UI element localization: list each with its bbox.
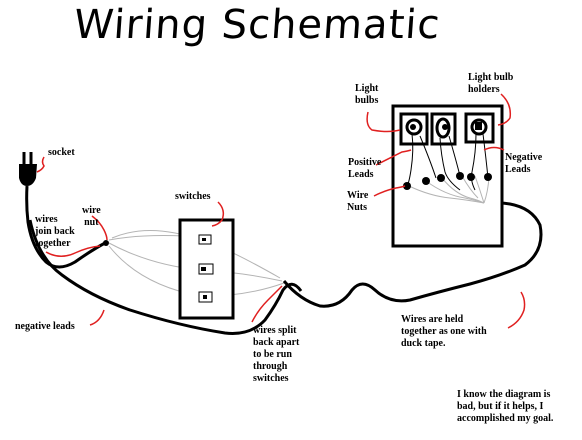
label-positive-leads: Positive Leads <box>348 157 382 180</box>
light-bulbs-pointer <box>366 111 401 133</box>
label-negative-leads-right: Negative Leads <box>505 152 543 175</box>
label-duck-tape: Wires are held together as one with duck… <box>401 314 487 349</box>
label-author-note: I know the diagram is bad, but if it hel… <box>457 389 554 424</box>
wires-split-pointer <box>251 285 283 323</box>
plug-icon <box>19 152 37 186</box>
label-light-bulbs: Light bulbs <box>355 83 379 106</box>
negative-leads-pointer <box>483 146 505 151</box>
label-light-bulb-holders: Light bulb holders <box>468 72 514 95</box>
taped-wire <box>282 201 543 308</box>
label-switches: switches <box>175 191 211 202</box>
wire-nuts <box>403 172 492 190</box>
wire-nut-left-pointer <box>91 215 108 241</box>
wires-join-pointer <box>45 245 101 257</box>
negative-lead-wire <box>28 219 303 335</box>
holders-pointer <box>497 93 512 126</box>
duck-tape-pointer <box>507 291 526 329</box>
lamp-box <box>391 104 504 248</box>
positive-leads-pointer <box>375 149 412 166</box>
switch-box <box>178 218 235 320</box>
power-cord <box>25 185 106 269</box>
switches-pointer <box>211 201 225 227</box>
label-wires-split: wires split back apart to be run through… <box>253 325 300 384</box>
label-negative-leads: negative leads <box>15 321 75 332</box>
label-wires-join: wires join back together <box>35 214 75 249</box>
label-wire-nuts: Wire Nuts <box>347 190 369 213</box>
wire-nut-left <box>103 240 109 246</box>
socket-pointer <box>36 156 45 173</box>
wire-nuts-pointer <box>373 185 406 197</box>
negative-leads-left-pointer <box>89 309 105 326</box>
label-socket: socket <box>48 147 75 158</box>
label-wire-nut: wire nut <box>82 205 101 228</box>
